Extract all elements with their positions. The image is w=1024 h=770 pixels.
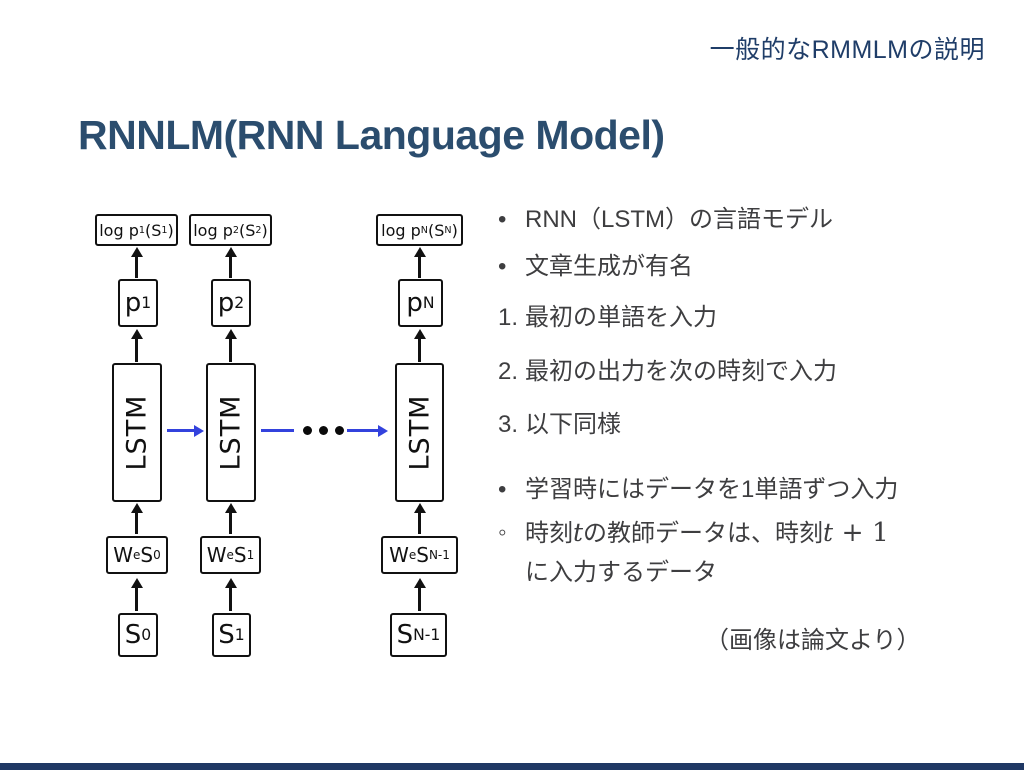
bullet-marker: • <box>498 476 507 503</box>
up-arrow-icon <box>418 513 421 534</box>
up-arrow-icon <box>418 588 421 611</box>
slide-header-note: 一般的なRMMLMの説明 <box>709 36 985 64</box>
list-item-continuation: に入力するデータ <box>498 558 717 588</box>
list-item-text: 以下同様 <box>525 411 621 438</box>
list-item: • 学習時にはデータを1単語ずつ入力 <box>498 475 898 505</box>
list-item-text: 最初の出力を次の時刻で入力 <box>525 358 837 385</box>
list-item: • RNN（LSTM）の言語モデル <box>498 205 833 235</box>
ellipsis-icon <box>301 415 345 445</box>
lstm-box-2: LSTM <box>206 363 256 502</box>
list-item: 3. 以下同様 <box>498 410 621 440</box>
list-item-text: 学習時にはデータを1単語ずつ入力 <box>525 476 899 503</box>
list-item-text: に入力するデータ <box>525 559 717 586</box>
bullet-marker: • <box>498 253 507 280</box>
list-item-text: RNN（LSTM）の言語モデル <box>525 206 834 233</box>
lstm-box-1: LSTM <box>112 363 162 502</box>
lstm-label: LSTM <box>215 394 247 471</box>
up-arrow-icon <box>418 339 421 362</box>
up-arrow-icon <box>229 339 232 362</box>
bottom-accent-bar <box>0 763 1024 770</box>
up-arrow-icon <box>135 257 138 278</box>
number-marker: 2. <box>498 358 519 385</box>
page-title: RNNLM(RNN Language Model) <box>78 112 665 158</box>
up-arrow-icon <box>135 339 138 362</box>
up-arrow-icon <box>135 513 138 534</box>
list-item: 2. 最初の出力を次の時刻で入力 <box>498 357 837 387</box>
bullet-marker: • <box>498 206 507 233</box>
list-item-text: 時刻tの教師データは、時刻t + 1 <box>525 517 889 548</box>
circle-marker: ◦ <box>498 519 507 546</box>
lstm-box-n: LSTM <box>395 363 444 502</box>
up-arrow-icon <box>229 257 232 278</box>
recurrent-arrow-icon <box>347 429 378 432</box>
up-arrow-icon <box>229 513 232 534</box>
list-item: • 文章生成が有名 <box>498 252 693 282</box>
up-arrow-icon <box>135 588 138 611</box>
list-item-text: 最初の単語を入力 <box>525 304 717 331</box>
recurrent-arrow-icon <box>167 429 194 432</box>
number-marker: 1. <box>498 304 519 331</box>
up-arrow-icon <box>229 588 232 611</box>
recurrent-line <box>261 429 294 432</box>
list-item-text: 文章生成が有名 <box>525 253 693 280</box>
up-arrow-icon <box>418 257 421 278</box>
number-marker: 3. <box>498 411 519 438</box>
lstm-label: LSTM <box>121 394 153 471</box>
lstm-label: LSTM <box>404 394 436 471</box>
list-item: 1. 最初の単語を入力 <box>498 303 717 333</box>
image-credit-note: （画像は論文より） <box>705 627 921 654</box>
list-item: ◦ 時刻tの教師データは、時刻t + 1 <box>498 518 889 549</box>
